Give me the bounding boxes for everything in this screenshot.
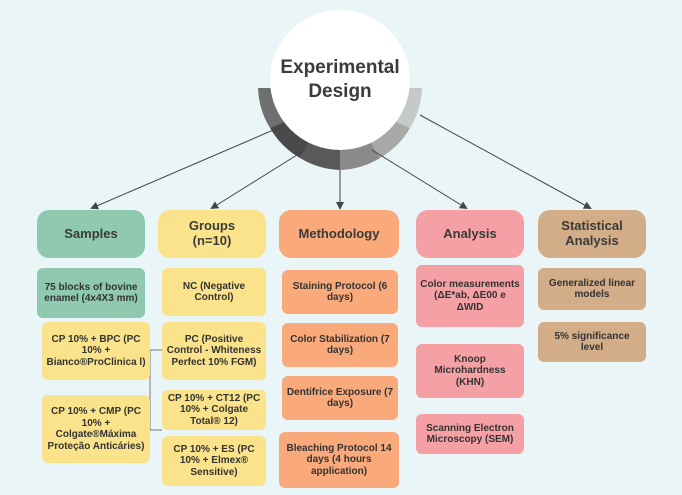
analysis-knoop: Knoop Microhardness (KHN) [416, 344, 524, 398]
method-stabilization: Color Stabilization (7 days) [282, 323, 398, 367]
group-bpc: CP 10% + BPC (PC 10% + Bianco®ProClinica… [42, 322, 150, 380]
analysis-header: Analysis [416, 210, 524, 258]
arrow-to-groups [210, 149, 306, 210]
analysis-sem: Scanning Electron Microscopy (SEM) [416, 414, 524, 454]
group-es: CP 10% + ES (PC 10% + Elmex® Sensitive) [162, 436, 266, 486]
statistical-glm: Generalized linear models [538, 268, 646, 310]
group-cmp: CP 10% + CMP (PC 10% + Colgate®Máxima Pr… [42, 395, 150, 463]
samples-item-blocks: 75 blocks of bovine enamel (4x4X3 mm) [37, 268, 145, 318]
group-nc: NC (Negative Control) [162, 268, 266, 316]
statistical-significance: 5% significance level [538, 322, 646, 362]
method-staining: Staining Protocol (6 days) [282, 270, 398, 314]
analysis-color: Color measurements (ΔE*ab, ΔE00 e ΔWID [416, 265, 524, 327]
arrow-to-statistical [419, 114, 592, 209]
samples-header: Samples [37, 210, 145, 258]
methodology-header: Methodology [279, 210, 399, 258]
method-dentifrice: Dentifrice Exposure (7 days) [282, 376, 398, 420]
group-pc: PC (Positive Control - Whiteness Perfect… [162, 322, 266, 380]
groups-connectors [149, 349, 162, 431]
groups-header: Groups (n=10) [158, 210, 266, 258]
method-bleaching: Bleaching Protocol 14 days (4 hours appl… [279, 432, 399, 488]
group-ct12: CP 10% + CT12 (PC 10% + Colgate Total® 1… [162, 390, 266, 430]
title-circle: Experimental Design [270, 10, 410, 150]
arrow-to-samples [90, 124, 286, 210]
arrow-to-analysis [371, 149, 468, 210]
statistical-header: Statistical Analysis [538, 210, 646, 258]
